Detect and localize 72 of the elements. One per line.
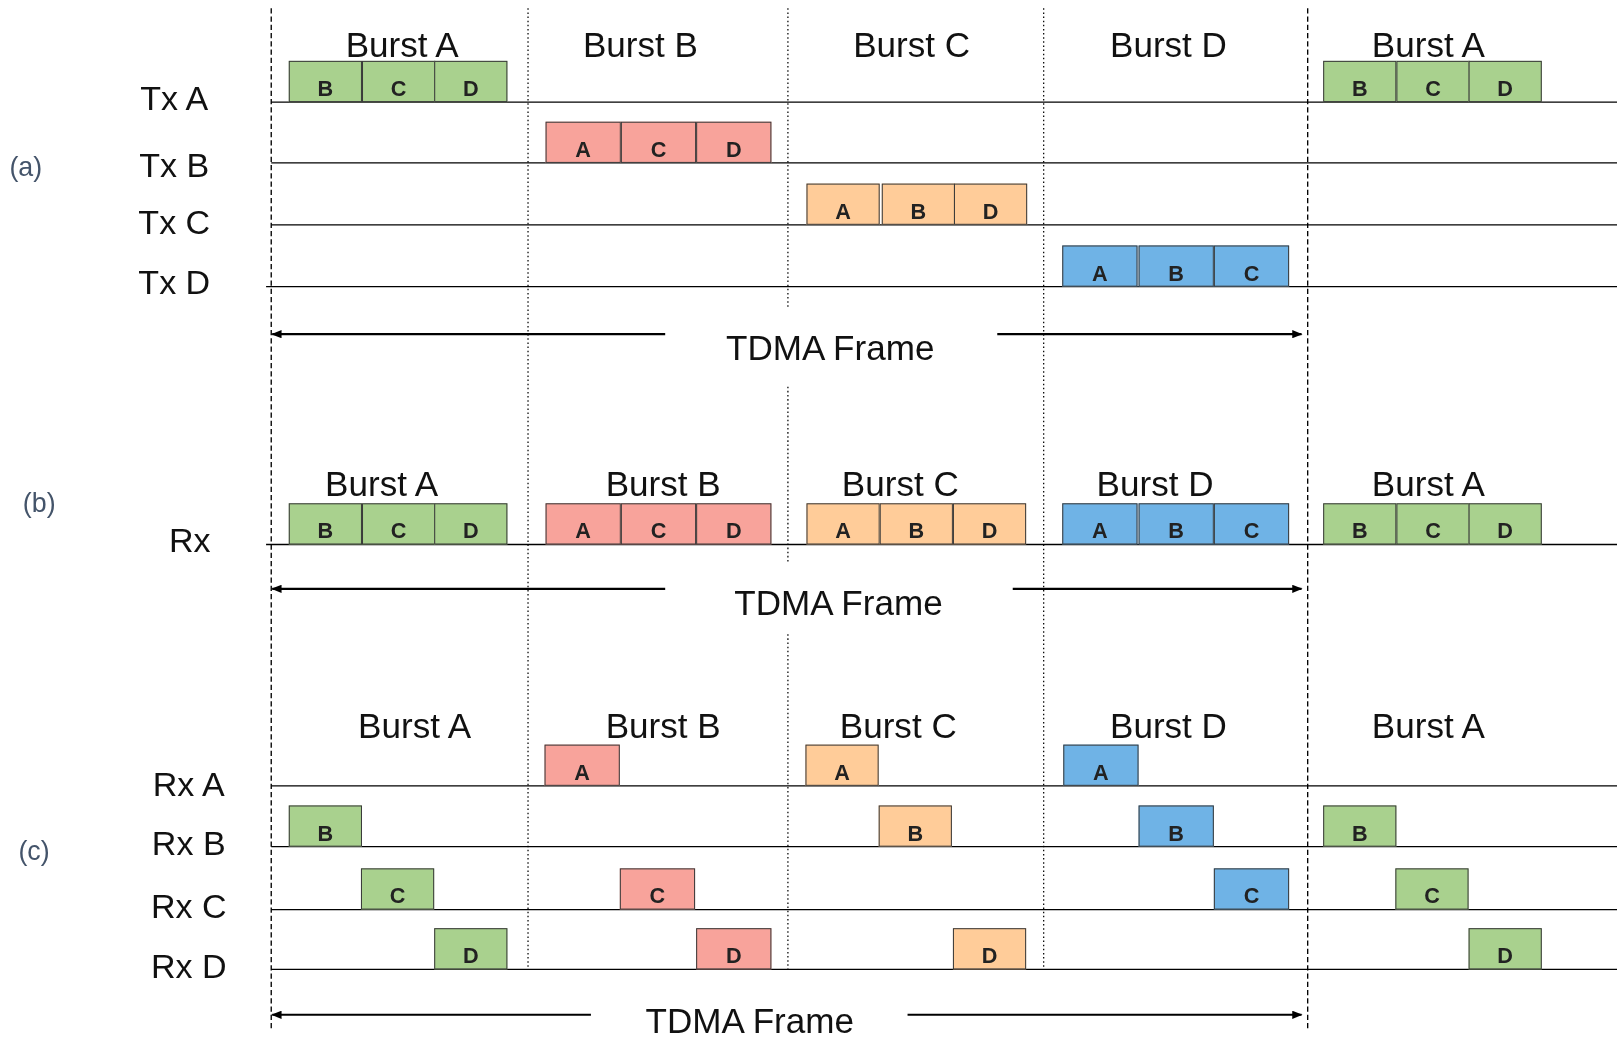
panel-label: (c) (18, 837, 50, 865)
burst-label: Burst A (358, 708, 472, 744)
slot-box: D (434, 928, 508, 970)
slot-box: A (1062, 245, 1138, 287)
burst-label: Burst C (839, 708, 957, 744)
slot-box: C (1396, 503, 1470, 545)
slot-box: B (879, 503, 953, 545)
slot-box: C (619, 868, 696, 910)
burst-label: Burst D (1110, 708, 1227, 744)
slot-box: A (806, 503, 880, 545)
slot-box: D (434, 503, 508, 545)
row-label: Tx D (138, 265, 211, 300)
slot-box: A (806, 183, 880, 225)
slot-box: B (1323, 503, 1397, 545)
panel-label: (a) (9, 153, 43, 181)
burst-label: Burst A (325, 466, 439, 502)
slot-box: A (1062, 503, 1138, 545)
slot-box: C (1213, 503, 1290, 545)
slot-box: B (288, 503, 362, 545)
burst-label: Burst B (605, 466, 721, 502)
slot-box: D (696, 928, 772, 970)
slot-box: B (878, 805, 952, 847)
slot-box: A (1063, 744, 1139, 786)
slot-box: C (360, 868, 435, 910)
slot-box: B (1138, 503, 1214, 545)
burst-label: Burst D (1110, 26, 1227, 62)
panel-label: (b) (22, 488, 56, 516)
slot-box: B (881, 183, 955, 225)
slot-box: C (620, 121, 697, 163)
slot-box: D (1468, 928, 1542, 970)
slot-box: C (362, 503, 436, 545)
burst-label: Burst C (841, 466, 959, 502)
slot-box: A (805, 744, 879, 786)
slot-box: B (1323, 60, 1397, 103)
burst-label: Burst B (582, 26, 698, 62)
slot-box: D (1468, 503, 1542, 545)
burst-label: Burst A (345, 26, 459, 62)
slot-box: A (545, 503, 621, 545)
slot-box: D (952, 503, 1027, 545)
slot-box: D (952, 928, 1027, 970)
row-label: Rx D (150, 949, 227, 984)
row-label: Tx B (139, 148, 210, 182)
slot-box: B (1138, 245, 1214, 287)
slot-box: C (620, 503, 697, 545)
burst-label: Burst A (1371, 708, 1485, 744)
row-label: Rx A (152, 766, 225, 801)
slot-box: C (1396, 60, 1470, 103)
row-label: Tx C (138, 204, 211, 239)
burst-label: Burst C (853, 26, 971, 62)
row-label: Rx B (151, 826, 226, 861)
slot-box: B (1323, 805, 1397, 847)
slot-box: D (696, 503, 772, 545)
burst-label: Burst A (1371, 466, 1485, 502)
burst-label: Burst D (1096, 466, 1214, 502)
burst-label: Burst B (605, 708, 721, 744)
burst-label: Burst A (1371, 26, 1485, 62)
slot-box: A (545, 121, 621, 163)
row-label: Rx (168, 523, 211, 558)
slot-box: B (1138, 805, 1214, 847)
slot-box: B (288, 60, 362, 103)
slot-box: C (362, 60, 436, 103)
slot-box: C (1213, 245, 1290, 287)
slot-box: C (1213, 868, 1290, 910)
slot-box: D (1468, 60, 1542, 103)
slot-box: A (544, 744, 620, 786)
slot-box: B (288, 805, 362, 847)
row-label: Rx C (150, 889, 227, 924)
slot-box: D (696, 121, 772, 163)
slot-box: C (1395, 868, 1469, 910)
row-label: Tx A (140, 80, 209, 115)
slot-box: D (434, 60, 508, 103)
slot-box: D (953, 183, 1028, 225)
